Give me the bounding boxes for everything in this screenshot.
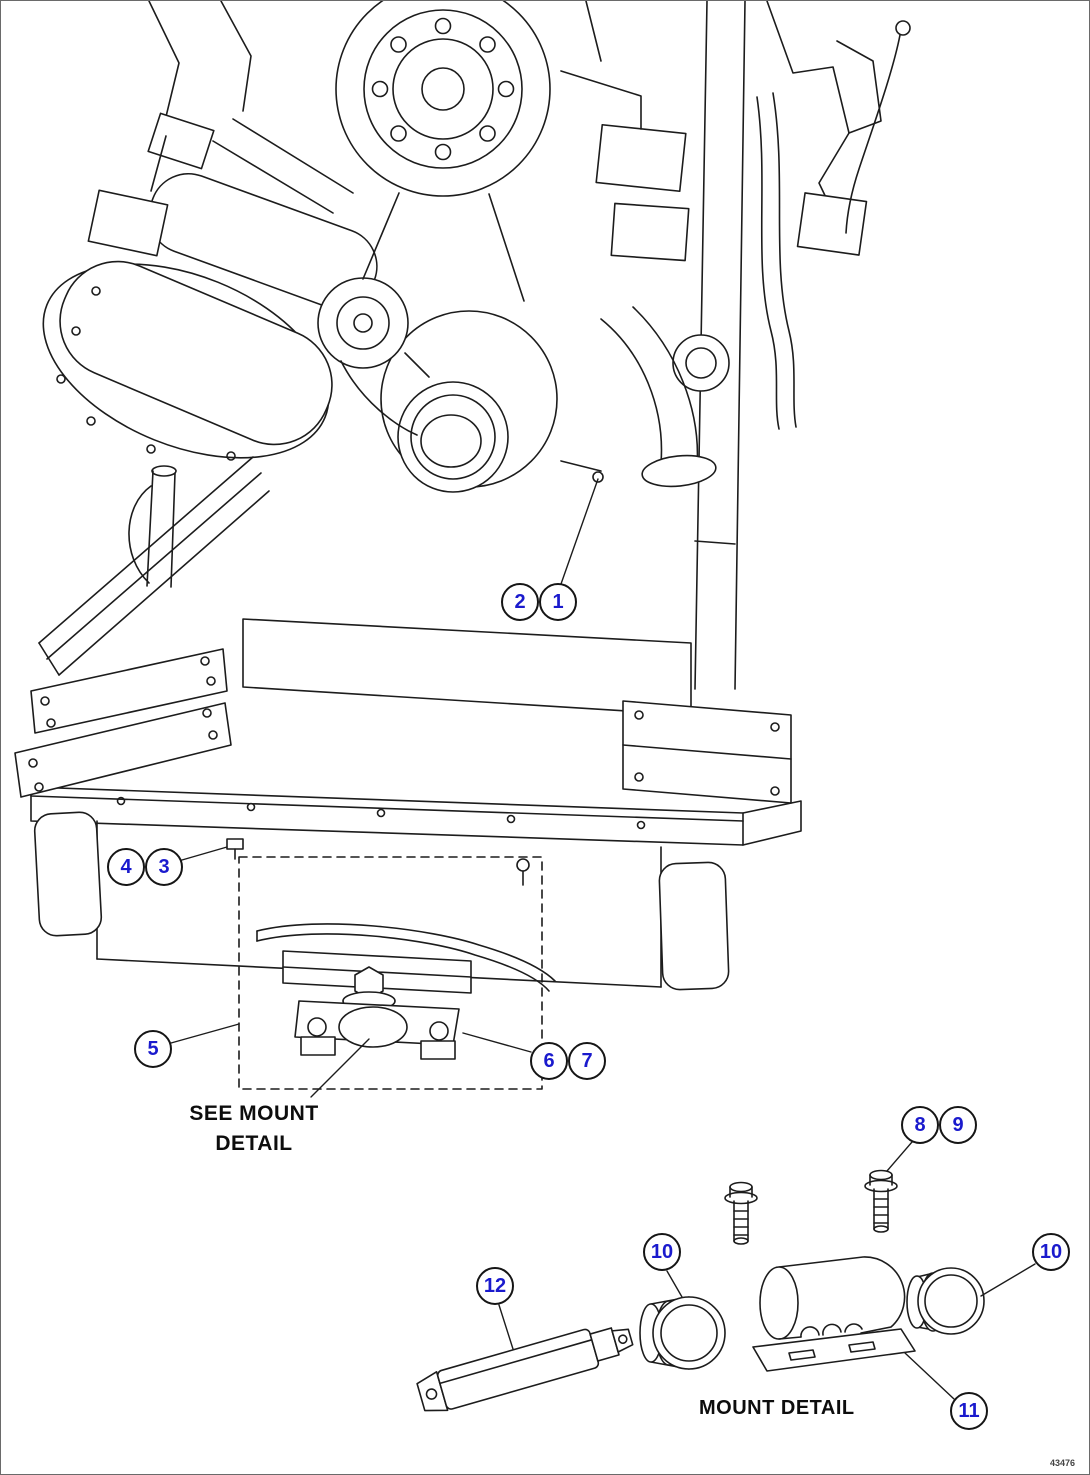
left-bumper-pad: [33, 811, 103, 937]
mount-pin: [416, 1327, 634, 1412]
pulley-drive-drawing: [317, 1, 558, 493]
torsion-bar: [256, 923, 556, 982]
callout-9: 9: [939, 1106, 977, 1144]
mount-saddle-bracket: [752, 1256, 916, 1372]
callout-8-number: 8: [914, 1114, 926, 1136]
right-structure-drawing: [560, 1, 911, 690]
callout-7: 7: [568, 1042, 606, 1080]
mount-bolt-left: [724, 1181, 758, 1245]
dipstick: [845, 34, 901, 234]
drawing-number: 43476: [1049, 1458, 1075, 1468]
dipstick-handle: [895, 20, 911, 36]
exploded-parts-drawing: [416, 1169, 985, 1412]
mount-detail-label: MOUNT DETAIL: [699, 1397, 855, 1419]
callout-11-number: 11: [958, 1400, 980, 1422]
callout-8: 8: [901, 1106, 939, 1144]
exhaust-drawing: [560, 306, 730, 488]
mount-detail-dashed-outline: [238, 856, 543, 1090]
mount-isolator: [338, 1006, 408, 1048]
left-mount-plate-upper: [30, 648, 228, 734]
see-mount-detail-label: SEE MOUNT DETAIL: [179, 1099, 329, 1159]
engine-block-drawing: [42, 1, 378, 461]
callout-6-number: 6: [543, 1050, 555, 1072]
callout-4-number: 4: [120, 856, 132, 878]
callout-10-right-number: 10: [1039, 1241, 1063, 1263]
callout-5-number: 5: [147, 1038, 159, 1060]
callout-6: 6: [530, 1042, 568, 1080]
callout-1: 1: [539, 583, 577, 621]
leader-lines: [170, 478, 1036, 1400]
callout-3-number: 3: [158, 856, 170, 878]
crankshaft-pulley: [335, 1, 551, 197]
rubber-isolator-left: [639, 1296, 726, 1370]
callout-4: 4: [107, 848, 145, 886]
right-bumper-pad: [658, 861, 730, 991]
left-mount-plate-lower: [14, 702, 232, 798]
see-mount-detail-line2: DETAIL: [215, 1132, 293, 1155]
callout-5: 5: [134, 1030, 172, 1068]
callout-12: 12: [476, 1267, 514, 1305]
callout-12-number: 12: [483, 1275, 507, 1297]
callout-10-right: 10: [1032, 1233, 1070, 1271]
frame-bolt: [226, 838, 244, 850]
see-mount-detail-line1: SEE MOUNT: [189, 1102, 319, 1125]
deck-front-band: [30, 786, 744, 846]
callout-11: 11: [950, 1392, 988, 1430]
callout-7-number: 7: [581, 1050, 593, 1072]
callout-9-number: 9: [952, 1114, 964, 1136]
frame-drawing: [14, 456, 802, 991]
idler-pulley: [317, 277, 409, 369]
mount-area-drawing: [226, 838, 556, 1090]
exhaust-pipe: [600, 318, 663, 464]
mount-bolt-right: [864, 1169, 898, 1233]
callout-1-number: 1: [552, 591, 564, 613]
callout-10-left: 10: [643, 1233, 681, 1271]
valve-cover: [59, 260, 333, 446]
frame-rail: [38, 456, 254, 644]
callout-2-number: 2: [514, 591, 526, 613]
callout-3: 3: [145, 848, 183, 886]
drive-belt: [362, 192, 400, 280]
engine-mount-bolt: [592, 471, 604, 483]
callout-10-left-number: 10: [650, 1241, 674, 1263]
rubber-isolator-right: [906, 1267, 985, 1335]
saddle-base-plate: [752, 1328, 916, 1372]
callout-2: 2: [501, 583, 539, 621]
